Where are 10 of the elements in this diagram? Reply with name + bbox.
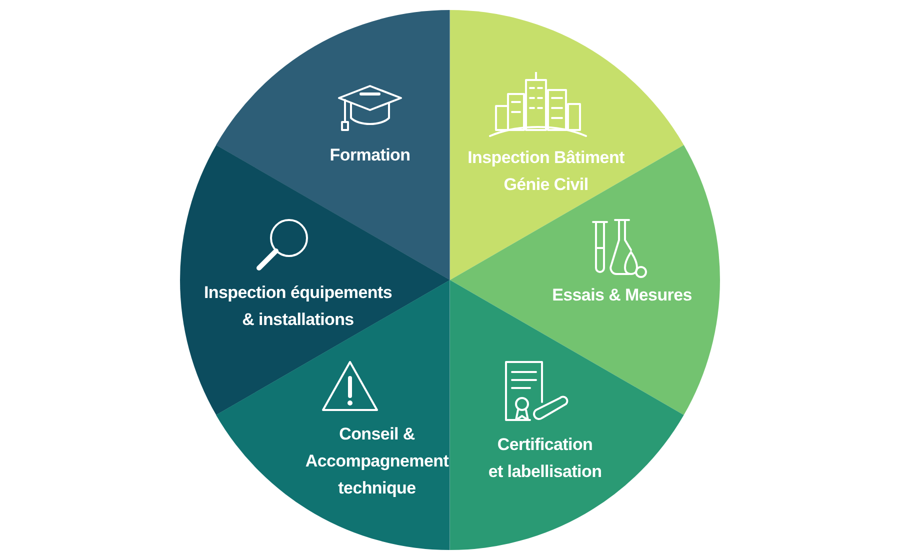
pie-segment xyxy=(450,10,684,280)
segment-label: Inspection Bâtiment Génie Civil xyxy=(468,147,624,196)
segment-label: Essais & Mesures xyxy=(552,284,692,306)
pie-segment xyxy=(180,145,450,415)
segment-label: Formation xyxy=(330,144,410,166)
pie-segment xyxy=(216,10,450,280)
segment-label: Inspection équipements & installations xyxy=(204,282,392,331)
segment-label: Certification et labellisation xyxy=(488,434,602,483)
segment-label: Conseil & Accompagnement technique xyxy=(305,424,449,500)
pie-segment xyxy=(450,145,720,415)
